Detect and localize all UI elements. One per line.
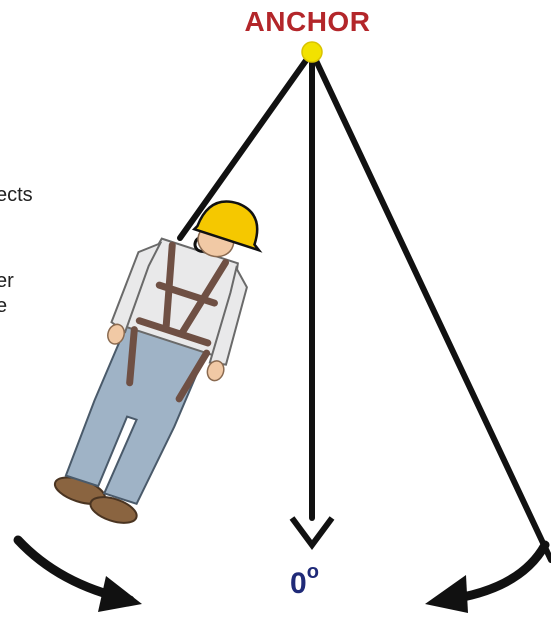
anchor-point-icon	[302, 42, 322, 62]
anchor-label: ANCHOR	[0, 6, 551, 38]
degree-symbol: o	[307, 561, 319, 583]
zero-degree-label: 0o	[290, 565, 319, 601]
cropped-text-line-2: er	[0, 270, 14, 292]
right-swing-arrowhead	[425, 575, 468, 613]
cropped-text-line-3: e	[0, 295, 7, 317]
cropped-text-line-1: ects	[0, 184, 33, 206]
right-swing-line	[312, 52, 551, 560]
vertical-arrowhead	[292, 518, 332, 545]
angle-value: 0	[290, 567, 307, 600]
worker-figure	[49, 176, 274, 539]
left-swing-arrowhead	[98, 576, 142, 612]
